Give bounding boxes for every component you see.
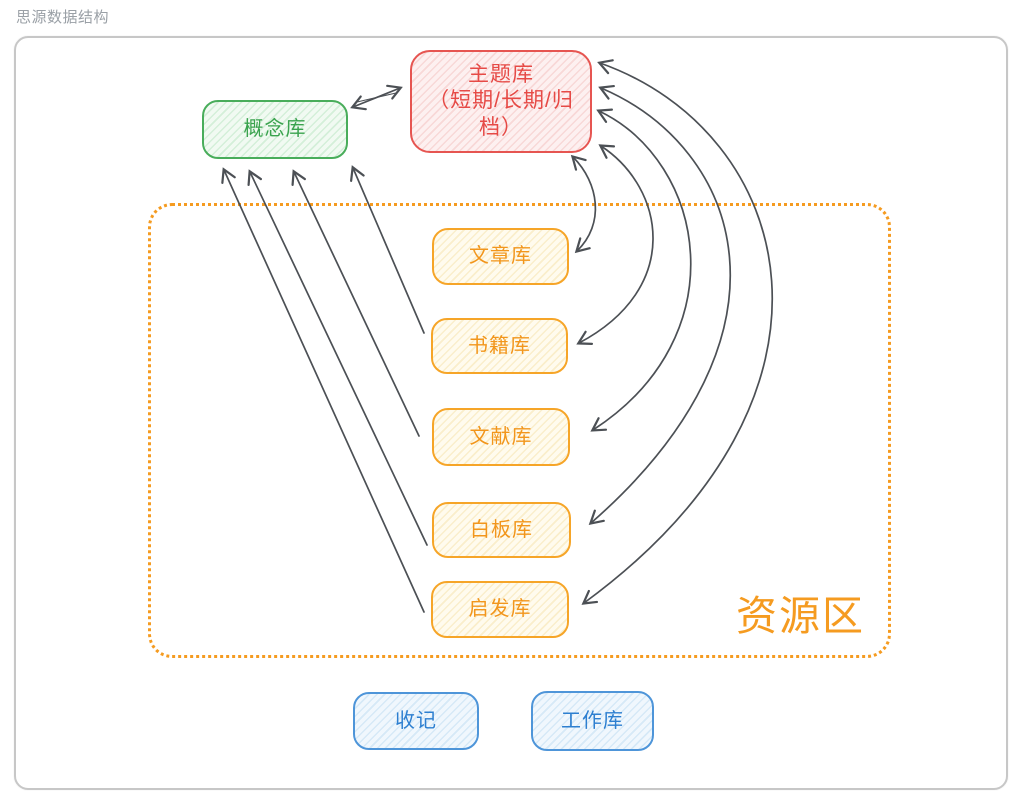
node-article-label: 文章库 [469, 245, 532, 267]
resource-zone-label[interactable]: 资源区 [736, 593, 865, 639]
node-work-library[interactable]: 工作库 [531, 691, 654, 751]
node-literature-library[interactable]: 文献库 [432, 408, 570, 466]
node-book-label: 书籍库 [468, 334, 531, 357]
node-concept-label: 概念库 [243, 118, 307, 140]
node-concept[interactable]: 概念库 [202, 100, 348, 159]
node-literature-label: 文献库 [469, 425, 533, 448]
page-title: 思源数据结构 [16, 9, 110, 26]
node-article-library[interactable]: 文章库 [432, 228, 569, 285]
node-theme[interactable]: 主题库 （短期/长期/归档） [410, 50, 592, 153]
node-whiteboard-label: 白板库 [470, 518, 533, 541]
node-inspiration-library[interactable]: 启发库 [431, 581, 569, 638]
node-inspiration-label: 启发库 [468, 598, 532, 620]
resource-zone-border[interactable] [148, 203, 891, 658]
node-whiteboard-library[interactable]: 白板库 [432, 502, 571, 558]
node-theme-label-line1: 主题库 [468, 63, 534, 87]
node-collect-label: 收记 [395, 709, 437, 732]
node-collect[interactable]: 收记 [353, 692, 479, 750]
node-work-label: 工作库 [561, 709, 624, 732]
node-book-library[interactable]: 书籍库 [431, 318, 568, 374]
node-theme-label-line2: （短期/长期/归档） [428, 89, 574, 139]
